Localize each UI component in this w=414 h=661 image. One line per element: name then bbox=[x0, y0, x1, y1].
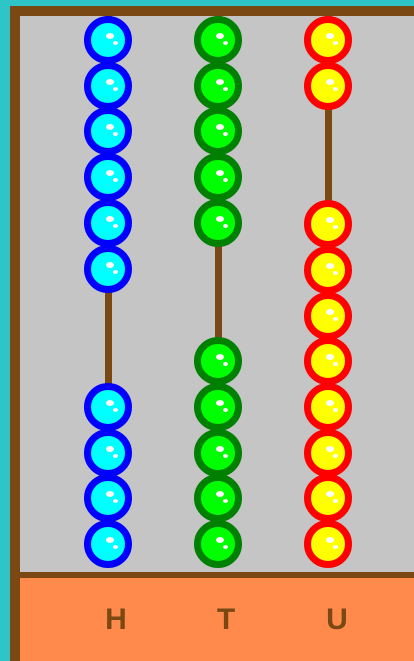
bead-highlight bbox=[106, 78, 114, 85]
bead-highlight bbox=[113, 223, 118, 228]
bead-units-bottom-2[interactable] bbox=[304, 245, 352, 294]
bead-highlight bbox=[216, 445, 224, 452]
bead-highlight bbox=[333, 362, 338, 367]
bead-highlight bbox=[106, 399, 114, 406]
bead-tens-top-1[interactable] bbox=[194, 16, 242, 64]
bead-highlight bbox=[113, 453, 118, 458]
bead-highlight bbox=[223, 499, 228, 504]
bead-highlight bbox=[333, 453, 338, 458]
label-hundreds: H bbox=[105, 603, 127, 636]
bead-highlight bbox=[106, 215, 114, 222]
bead-highlight bbox=[333, 225, 338, 230]
bead-highlight bbox=[113, 407, 118, 412]
bead-hundreds-bottom-1[interactable] bbox=[84, 382, 132, 431]
bead-hundreds-top-4[interactable] bbox=[84, 153, 132, 202]
bead-hundreds-top-3[interactable] bbox=[84, 107, 132, 156]
bead-highlight bbox=[326, 78, 334, 85]
bead-highlight bbox=[326, 217, 334, 224]
bead-tens-bottom-4[interactable] bbox=[194, 474, 242, 523]
bead-highlight bbox=[223, 362, 228, 367]
bead-highlight bbox=[223, 453, 228, 458]
bead-units-top-1[interactable] bbox=[304, 16, 352, 64]
bead-highlight bbox=[223, 132, 228, 137]
bead-highlight bbox=[106, 170, 114, 177]
bead-highlight bbox=[216, 537, 224, 543]
bead-units-bottom-8[interactable] bbox=[304, 520, 352, 568]
bead-highlight bbox=[216, 399, 224, 406]
bead-highlight bbox=[216, 78, 224, 85]
label-tens: T bbox=[216, 603, 236, 636]
bead-highlight bbox=[106, 33, 114, 39]
bead-highlight bbox=[113, 545, 118, 549]
bead-highlight bbox=[113, 269, 118, 274]
place-value-base: H T U bbox=[20, 578, 414, 661]
bead-units-bottom-3[interactable] bbox=[304, 291, 352, 340]
bead-units-bottom-6[interactable] bbox=[304, 428, 352, 477]
bead-highlight bbox=[113, 132, 118, 137]
bead-highlight bbox=[216, 170, 224, 177]
bead-hundreds-bottom-2[interactable] bbox=[84, 428, 132, 477]
bead-highlight bbox=[326, 308, 334, 315]
bead-hundreds-bottom-3[interactable] bbox=[84, 474, 132, 523]
bead-tens-bottom-3[interactable] bbox=[194, 428, 242, 477]
bead-highlight bbox=[333, 407, 338, 412]
bead-highlight bbox=[333, 270, 338, 275]
bead-highlight bbox=[106, 261, 114, 268]
bead-tens-top-2[interactable] bbox=[194, 61, 242, 110]
bead-tens-bottom-1[interactable] bbox=[194, 337, 242, 386]
bead-highlight bbox=[223, 545, 228, 549]
bead-units-bottom-1[interactable] bbox=[304, 200, 352, 249]
bead-highlight bbox=[223, 178, 228, 183]
bead-units-bottom-5[interactable] bbox=[304, 382, 352, 431]
bead-units-top-2[interactable] bbox=[304, 61, 352, 110]
bead-highlight bbox=[106, 491, 114, 498]
bead-highlight bbox=[326, 33, 334, 39]
bead-highlight bbox=[326, 262, 334, 269]
bead-hundreds-top-2[interactable] bbox=[84, 61, 132, 110]
bead-highlight bbox=[113, 178, 118, 183]
bead-hundreds-top-1[interactable] bbox=[84, 16, 132, 64]
bead-highlight bbox=[333, 316, 338, 321]
rod-tens bbox=[215, 10, 222, 566]
bead-highlight bbox=[326, 399, 334, 406]
bead-tens-bottom-5[interactable] bbox=[194, 520, 242, 568]
label-units: U bbox=[326, 603, 348, 636]
bead-highlight bbox=[326, 537, 334, 543]
bead-highlight bbox=[113, 86, 118, 91]
bead-highlight bbox=[216, 124, 224, 131]
bead-highlight bbox=[223, 41, 228, 45]
bead-highlight bbox=[223, 407, 228, 412]
bead-highlight bbox=[333, 86, 338, 91]
bead-hundreds-bottom-4[interactable] bbox=[84, 520, 132, 568]
bead-highlight bbox=[106, 124, 114, 131]
bead-tens-bottom-2[interactable] bbox=[194, 382, 242, 431]
bead-hundreds-top-5[interactable] bbox=[84, 198, 132, 247]
bead-highlight bbox=[113, 499, 118, 504]
bead-tens-top-5[interactable] bbox=[194, 198, 242, 247]
bead-highlight bbox=[216, 491, 224, 498]
bead-highlight bbox=[333, 499, 338, 504]
bead-highlight bbox=[333, 41, 338, 45]
bead-highlight bbox=[216, 33, 224, 39]
bead-highlight bbox=[106, 445, 114, 452]
bead-highlight bbox=[216, 215, 224, 222]
bead-hundreds-top-6[interactable] bbox=[84, 244, 132, 293]
bead-tens-top-3[interactable] bbox=[194, 107, 242, 156]
bead-tens-top-4[interactable] bbox=[194, 153, 242, 202]
bead-highlight bbox=[326, 354, 334, 361]
bead-units-bottom-7[interactable] bbox=[304, 474, 352, 523]
bead-highlight bbox=[216, 354, 224, 361]
bead-highlight bbox=[223, 86, 228, 91]
bead-highlight bbox=[326, 491, 334, 498]
bead-highlight bbox=[333, 545, 338, 549]
bead-units-bottom-4[interactable] bbox=[304, 337, 352, 386]
bead-highlight bbox=[113, 41, 118, 45]
bead-highlight bbox=[326, 445, 334, 452]
bead-highlight bbox=[106, 537, 114, 543]
bead-highlight bbox=[223, 223, 228, 228]
